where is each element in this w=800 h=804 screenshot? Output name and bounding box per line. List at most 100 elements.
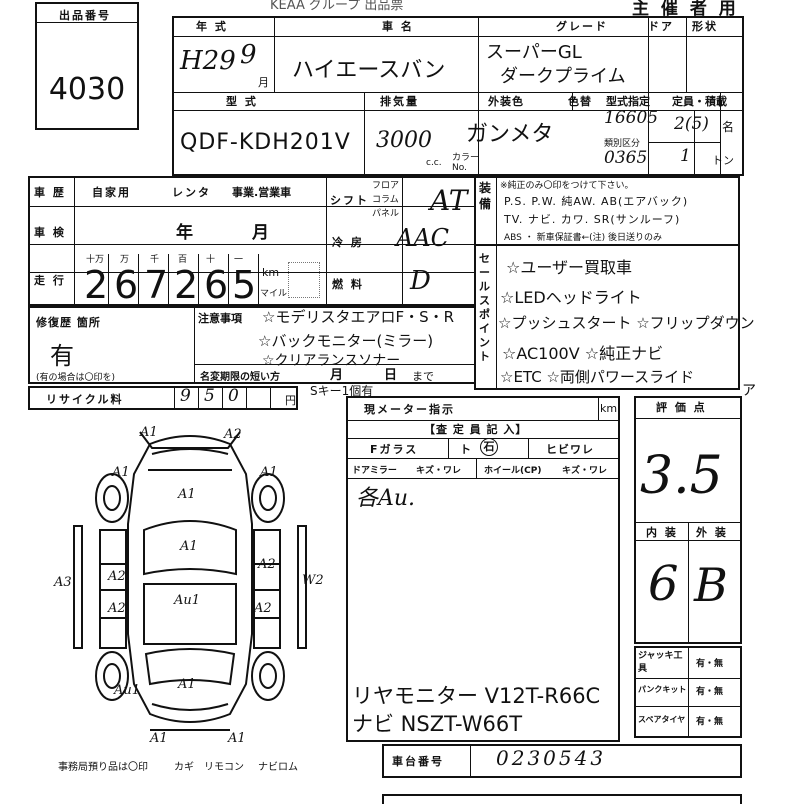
sheet-title: KEAA グループ 出品票 bbox=[270, 0, 404, 13]
exterior-label: 外 装 bbox=[696, 526, 728, 539]
grade-line-1: スーパーGL bbox=[486, 42, 582, 63]
car-body bbox=[127, 435, 253, 723]
sales-point: ☆ユーザー買取車 bbox=[506, 258, 633, 277]
month-unit: 月 bbox=[258, 76, 269, 89]
digit-header: 千 bbox=[150, 255, 160, 265]
mirror-label: ドアミラー bbox=[352, 466, 397, 476]
grade-label: 評 価 点 bbox=[656, 401, 707, 414]
fuel-value: D bbox=[410, 266, 431, 296]
sales-point-extra: ア bbox=[742, 383, 756, 399]
diagram-mark: A1 bbox=[177, 487, 196, 502]
equipment-label: 装備 bbox=[479, 181, 492, 211]
mile-unit: マイル bbox=[260, 289, 288, 299]
record-remark: 各Au. bbox=[356, 486, 416, 511]
sales-point: ☆ETC ☆両側パワースライド bbox=[500, 368, 695, 386]
shift-option: パネル bbox=[372, 209, 400, 219]
right-outer-trim bbox=[297, 525, 307, 649]
meter-label: 現メーター指示 bbox=[364, 403, 455, 416]
capacity-label: 定員・積載 bbox=[672, 95, 727, 108]
inspection-year: 年 bbox=[176, 223, 193, 243]
front-left-wheel bbox=[95, 473, 129, 523]
year-label: 年 式 bbox=[196, 20, 228, 33]
displacement-unit: c.c. bbox=[426, 158, 442, 168]
diagram-mark: A1 bbox=[179, 539, 198, 554]
rear-bumper bbox=[151, 703, 229, 711]
notes-month: 月 bbox=[330, 368, 344, 383]
interior-value: 6 bbox=[648, 556, 679, 612]
shift-option: フロア bbox=[372, 181, 400, 191]
shape-label: 形状 bbox=[692, 20, 718, 33]
mileage-digit: 6 bbox=[204, 263, 229, 307]
color-no-label: カラー No. bbox=[452, 153, 480, 173]
sales-points-label: セールスポイント bbox=[479, 252, 490, 363]
glass-crack: ヒビワレ bbox=[546, 443, 594, 456]
history-private: 自家用 bbox=[92, 186, 131, 199]
chassis-box bbox=[382, 744, 742, 778]
puncture-label: パンクキット bbox=[638, 685, 687, 694]
wheel-value: キズ・ワレ bbox=[562, 466, 608, 476]
recycle-digit: 0 bbox=[228, 386, 239, 406]
load-unit: トン bbox=[712, 154, 734, 167]
jack-label: ジャッキ工具 bbox=[638, 651, 683, 674]
equipment-note: ※純正のみ〇印をつけて下さい。 bbox=[500, 181, 634, 191]
sales-point: ☆LEDヘッドライト bbox=[500, 288, 642, 307]
color-plate-label: 色替 bbox=[568, 95, 592, 108]
model-value: QDF-KDH201V bbox=[180, 130, 351, 155]
digit-header: 百 bbox=[178, 255, 188, 265]
front-bumper bbox=[151, 448, 229, 455]
mileage-digit: 6 bbox=[114, 263, 139, 307]
inspection-month: 月 bbox=[252, 223, 269, 243]
capacity-unit: 名 bbox=[722, 120, 735, 134]
load-value: 1 bbox=[680, 146, 691, 166]
diagram-mark: A2 bbox=[107, 601, 126, 616]
inspection-label: 車 検 bbox=[34, 226, 66, 239]
month-value: 9 bbox=[240, 40, 257, 70]
repair-label: 修復歴 箇所 bbox=[36, 316, 101, 329]
recycle-label: リサイクル料 bbox=[46, 393, 124, 406]
history-business: 事業.営業車 bbox=[232, 186, 292, 199]
exterior-value: B bbox=[694, 558, 728, 612]
diagram-mark: A2 bbox=[223, 427, 242, 442]
repair-notes-box bbox=[28, 306, 476, 384]
mileage-digit: 5 bbox=[232, 263, 257, 307]
key-note: Sキー1個有 bbox=[310, 384, 374, 398]
notes-label: 注意事項 bbox=[198, 312, 242, 325]
name-label: 車 名 bbox=[382, 20, 414, 33]
footer-navi: ナビロム bbox=[258, 762, 298, 773]
shift-label: シフト bbox=[330, 194, 369, 207]
diagram-mark: A1 bbox=[177, 677, 196, 692]
recycle-digit: 9 bbox=[180, 386, 191, 406]
footer-office: 事務局預り品は〇印 bbox=[58, 762, 148, 773]
grade-line-2: ダークプライム bbox=[500, 66, 626, 87]
front-right-wheel bbox=[251, 473, 285, 523]
recycle-digit: 5 bbox=[204, 386, 215, 406]
diagram-mark: A1 bbox=[227, 731, 246, 746]
recycle-unit: 円 bbox=[285, 394, 296, 407]
sales-point: ☆AC100V ☆純正ナビ bbox=[502, 344, 664, 363]
mileage-digit: 2 bbox=[174, 263, 199, 307]
footer-key: カギ bbox=[174, 762, 194, 773]
displacement-label: 排気量 bbox=[380, 95, 419, 108]
note-item: ☆バックモニター(ミラー) bbox=[258, 332, 434, 350]
diagram-mark: A3 bbox=[53, 575, 72, 590]
roof bbox=[143, 583, 237, 645]
jack-option: 有・無 bbox=[696, 659, 724, 669]
rear-monitor: リヤモニター V12T-R66C bbox=[352, 684, 601, 708]
meter-unit: km bbox=[600, 402, 618, 415]
history-rental: レンタ bbox=[172, 186, 211, 199]
history-label: 車 歴 bbox=[34, 186, 66, 199]
left-outer-trim bbox=[73, 525, 83, 649]
grade-box bbox=[634, 396, 742, 644]
rear-window bbox=[144, 648, 236, 686]
spare-option: 有・無 bbox=[696, 717, 724, 727]
organizer-label: 主 催 者 用 bbox=[632, 0, 739, 19]
recycle-box bbox=[28, 386, 298, 410]
equipment-line-3: ABS ・ 新車保証書←(注) 後日送りのみ bbox=[504, 233, 663, 243]
grade-label: グレード bbox=[556, 20, 608, 33]
sales-point: ☆プッシュスタート ☆フリップダウン bbox=[498, 314, 755, 332]
footer-remote: リモコン bbox=[204, 762, 244, 773]
diagram-mark: A1 bbox=[149, 731, 168, 746]
next-box bbox=[382, 794, 742, 804]
diagram-mark: A2 bbox=[107, 569, 126, 584]
fuel-label: 燃 料 bbox=[332, 278, 364, 291]
